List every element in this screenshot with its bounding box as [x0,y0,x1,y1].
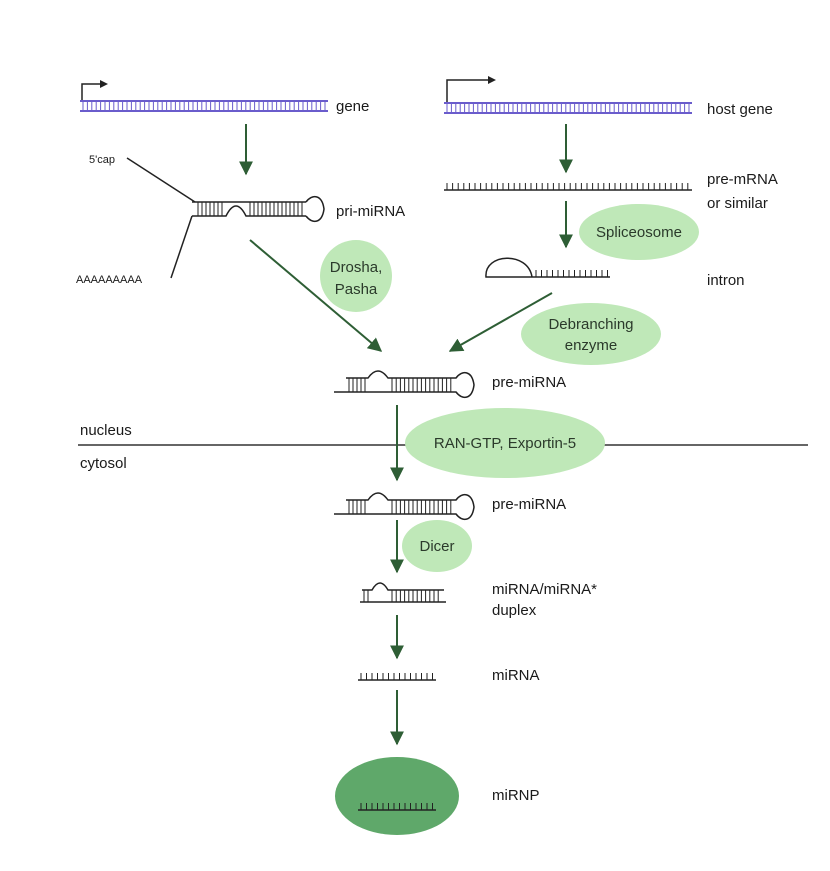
cap-label: 5'cap [89,154,115,166]
host-gene-dna [444,102,692,114]
pre-mirna-nuclear-structure [334,370,475,399]
ran-gtp-label: RAN-GTP, Exportin-5 [434,435,576,452]
debranching-label: Debranching [548,316,633,333]
spliceosome-label: Spliceosome [596,224,682,241]
pre-mrna-strand [444,183,692,191]
arrow-pri-to-pre [249,239,383,352]
mirnp-label: miRNP [492,787,540,804]
nucleus-label: nucleus [80,422,132,439]
gene-label: gene [336,98,369,115]
dicer-label: Dicer [419,538,454,555]
intron-label: intron [707,272,745,289]
gene-dna [80,100,328,112]
dicer-enzyme [402,520,472,572]
mirnp-complex [335,757,459,835]
pri-mirna-label: pri-miRNA [336,203,405,220]
arrow-intron-to-pre [448,292,553,352]
duplex-label: miRNA/miRNA* [492,581,597,598]
pasha-label: Pasha [335,281,378,298]
spliceosome-enzyme [579,204,699,260]
host-gene-label: host gene [707,101,773,118]
gene-promoter-arrow [81,80,108,102]
drosha-pasha-enzyme [320,240,392,312]
debranching-enzyme [521,303,661,365]
pre-mirna-cytosolic-label: pre-miRNA [492,496,566,513]
duplex-suffix-label: duplex [492,602,537,619]
polya-label: AAAAAAAAA [76,274,143,286]
drosha-label: Drosha, [330,259,383,276]
pre-mirna-nuclear-label: pre-miRNA [492,374,566,391]
intron-lariat [485,257,610,278]
pri-mirna-structure [126,157,325,279]
ran-gtp-exportin-5-enzyme [405,408,605,478]
cytosol-label: cytosol [80,455,127,472]
pre-mrna-label: pre-mRNA [707,171,778,188]
pre-mrna-similar-label: or similar [707,195,768,212]
pre-mirna-cytosolic-structure [334,492,475,521]
mirnp-mirna-strand [358,803,436,811]
mirna-label: miRNA [492,667,540,684]
mirna-strand [358,673,436,681]
mirna-duplex-structure [360,582,446,603]
host-gene-promoter-arrow [446,76,496,104]
debranching-enzyme-label: enzyme [565,337,618,354]
